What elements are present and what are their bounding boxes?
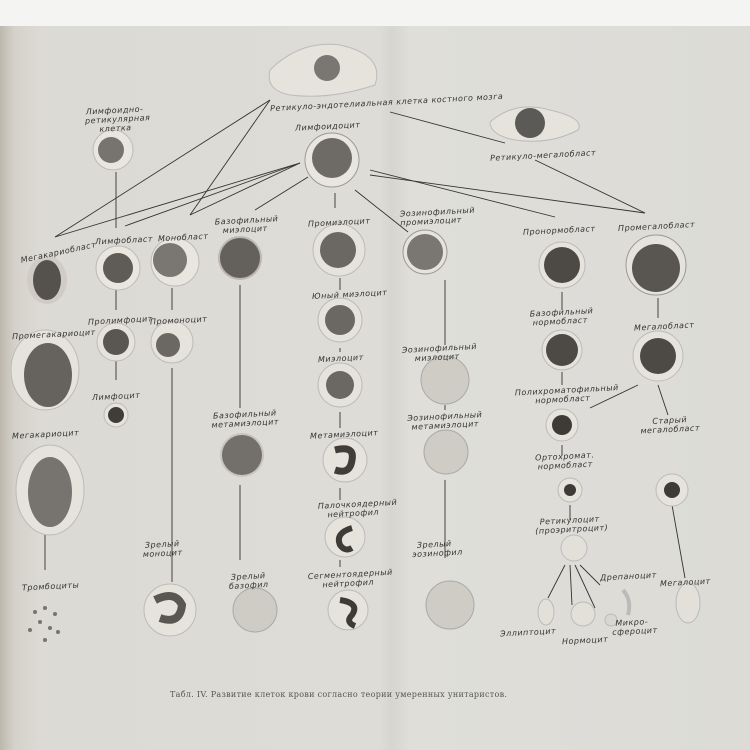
label-reticulocyte: Ретикулоцит (проэритроцит) <box>535 514 609 536</box>
label-lymphoid-reticular: Лимфоидно-ретикулярная клетка <box>84 104 151 134</box>
label-basophilic-metamyelocyte: Базофильный метамиэлоцит <box>211 408 280 430</box>
label-basophilic-normoblast: Базофильный нормобласт <box>529 306 594 328</box>
thrombocytes-dots <box>28 606 60 642</box>
figure-caption: Табл. IV. Развитие клеток крови согласно… <box>170 690 508 699</box>
label-mature-monocyte: Зрелый моноцит <box>142 539 183 560</box>
label-eosinophilic-myelocyte: Эозинофильный миэлоцит <box>401 341 478 364</box>
label-eosinophilic-promyelocyte: Эозинофильный промиэлоцит <box>399 205 476 228</box>
label-old-megaloblast: Старый мегалобласт <box>640 415 701 436</box>
lineage-lines <box>44 99 686 609</box>
label-mature-eosinophil: Зрелый эозинофил <box>412 539 463 560</box>
book-page: Ретикуло-эндотелиальная клетка костного … <box>0 26 750 750</box>
label-basophilic-myelocyte: Базофильный миэлоцит <box>214 214 279 236</box>
label-mature-basophil: Зрелый базофил <box>228 571 269 592</box>
cells <box>10 43 701 642</box>
lineage-diagram <box>10 43 701 642</box>
label-orthochromatic-normoblast: Ортохромат. нормобласт <box>534 450 595 472</box>
nucleus <box>314 55 340 81</box>
label-microspherocyte: Микро-сфероцит <box>612 617 658 638</box>
label-band-neutrophil: Палочкоядерный нейтрофил <box>317 497 398 520</box>
